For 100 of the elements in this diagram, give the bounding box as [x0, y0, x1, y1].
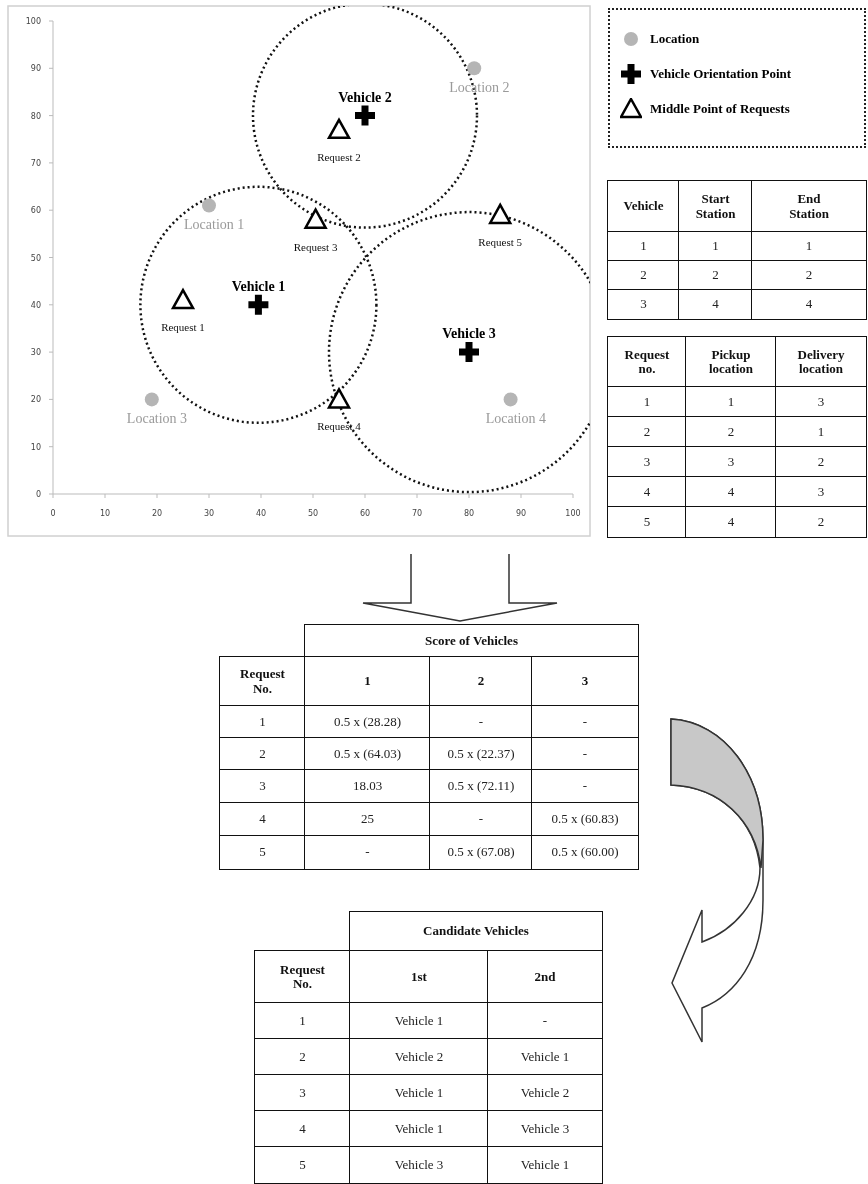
table-cell: 3 — [775, 386, 867, 418]
data-table — [255, 912, 602, 1183]
table-cell: 1 — [219, 705, 306, 739]
table-cell: 3 — [685, 446, 777, 478]
tick-label: 0 — [35, 490, 41, 499]
table-cell: 4 — [607, 476, 687, 508]
data-table — [608, 337, 866, 537]
table-cell: 2 — [775, 506, 867, 538]
table-header: End Station — [751, 180, 867, 233]
table-cell: 5 — [254, 1146, 351, 1184]
table-cell: - — [304, 835, 431, 870]
tick-label: 70 — [411, 509, 423, 518]
table-cell: - — [429, 802, 533, 837]
table-cell: 4 — [678, 289, 753, 320]
table-header: Score of Vehicles — [304, 624, 639, 658]
tick-label: 80 — [463, 509, 475, 518]
table-cell: 0.5 x (64.03) — [304, 737, 431, 771]
table-cell: Vehicle 3 — [349, 1146, 489, 1184]
table-cell: 4 — [254, 1110, 351, 1148]
table-header: Delivery location — [775, 336, 867, 388]
table-header: Pickup location — [685, 336, 777, 388]
table-cell: 2 — [685, 416, 777, 448]
table-cell: 0.5 x (22.37) — [429, 737, 533, 771]
table-header: 1st — [349, 950, 489, 1004]
legend-label: Vehicle Orientation Point — [650, 66, 792, 82]
data-table — [220, 625, 638, 869]
curved-arrow — [670, 718, 764, 1043]
tick-label: 40 — [30, 300, 41, 310]
table-cell: 3 — [219, 769, 306, 804]
table-cell: 1 — [751, 231, 867, 262]
table-cell: 1 — [678, 231, 753, 262]
point-label: Request 1 — [161, 321, 205, 334]
tick-label: 60 — [30, 206, 41, 216]
point-label: Request 4 — [317, 420, 361, 433]
table-header: 2nd — [487, 950, 603, 1004]
table-cell: 2 — [254, 1038, 351, 1076]
table-cell: 4 — [751, 289, 867, 320]
table-cell: 3 — [607, 289, 680, 320]
table-cell: 3 — [775, 476, 867, 508]
table-cell: 0.5 x (67.08) — [429, 835, 533, 870]
tick-label: 30 — [30, 348, 41, 358]
table-cell: 2 — [607, 416, 687, 448]
tick-label: 60 — [359, 509, 371, 518]
tick-label: 20 — [30, 395, 41, 405]
tick-label: 10 — [30, 442, 41, 452]
tick-label: 20 — [151, 509, 163, 518]
tick-label: 0 — [50, 509, 56, 518]
table-cell: - — [487, 1002, 603, 1040]
table-cell: Vehicle 1 — [487, 1038, 603, 1076]
table-cell: 3 — [254, 1074, 351, 1112]
tick-label: 100 — [25, 17, 41, 26]
table-header: 1 — [304, 656, 431, 707]
table-cell: Vehicle 1 — [349, 1002, 489, 1040]
table-cell: 5 — [607, 506, 687, 538]
table-cell: 1 — [254, 1002, 351, 1040]
tick-label: 50 — [30, 253, 41, 263]
point-label: Vehicle 1 — [231, 278, 286, 294]
point-label: Request 2 — [317, 150, 361, 163]
point-label: Location 1 — [184, 217, 245, 233]
table-header: Request no. — [607, 336, 687, 388]
point-label: Location 2 — [449, 80, 510, 96]
table-cell: Vehicle 3 — [487, 1110, 603, 1148]
table-header: 2 — [429, 656, 533, 707]
table-cell: 0.5 x (60.00) — [531, 835, 639, 870]
tick-label: 40 — [255, 509, 267, 518]
legend-label: Middle Point of Requests — [650, 101, 790, 117]
tick-label: 100 — [565, 509, 581, 518]
tick-label: 10 — [99, 509, 111, 518]
table-cell: 4 — [685, 506, 777, 538]
table-cell: 1 — [607, 231, 680, 262]
tick-label: 30 — [203, 509, 215, 518]
table-cell: 2 — [751, 260, 867, 291]
table-cell: 5 — [219, 835, 306, 870]
data-table — [608, 181, 866, 319]
tick-label: 90 — [515, 509, 527, 518]
table-cell: 3 — [607, 446, 687, 478]
table-header: 3 — [531, 656, 639, 707]
table-cell: 2 — [678, 260, 753, 291]
point-label: Location 3 — [126, 411, 188, 427]
table-cell: 2 — [219, 737, 306, 771]
table-cell: - — [531, 769, 639, 804]
point-label: Location 4 — [485, 411, 546, 427]
point-label: Request 5 — [478, 235, 523, 248]
table-cell: 1 — [775, 416, 867, 448]
table-header: Start Station — [678, 180, 753, 233]
point-label: Vehicle 2 — [338, 89, 392, 105]
table-cell: 4 — [219, 802, 306, 837]
tick-label: 70 — [30, 158, 41, 168]
table-cell: 0.5 x (60.83) — [531, 802, 639, 837]
table-cell: Vehicle 2 — [349, 1038, 489, 1076]
table-cell: 4 — [685, 476, 777, 508]
tick-label: 80 — [30, 111, 41, 121]
block-arrow — [362, 553, 558, 622]
tick-label: 90 — [30, 64, 41, 74]
table-cell: - — [429, 705, 533, 739]
table-cell: 2 — [607, 260, 680, 291]
table-cell: 1 — [685, 386, 777, 418]
table-cell: Vehicle 1 — [487, 1146, 603, 1184]
table-cell: 0.5 x (72.11) — [429, 769, 533, 804]
legend-label: Location — [650, 31, 700, 47]
